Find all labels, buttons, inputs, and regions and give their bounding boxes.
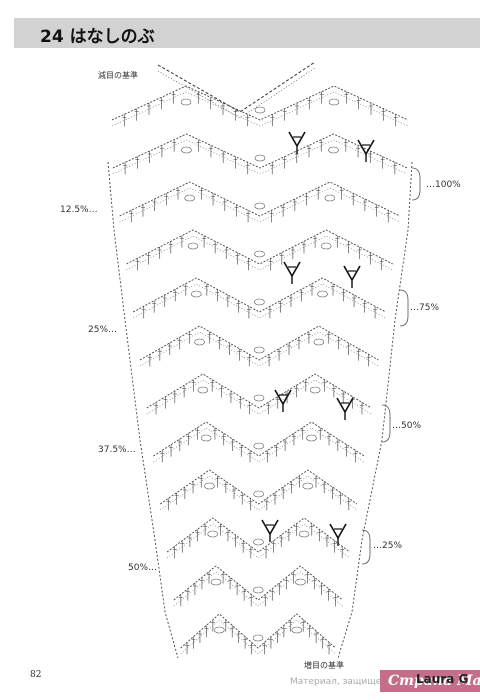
chain-loop — [298, 530, 310, 538]
decrease-motif — [343, 265, 361, 282]
chain-loop — [200, 434, 212, 442]
zigzag-row — [180, 613, 336, 649]
decrease-motif — [329, 523, 347, 540]
chain-loop — [204, 482, 215, 490]
chain-loop — [252, 634, 264, 642]
top-reference-label: 減目の基準 — [98, 71, 138, 80]
left-label-12-5: 12.5%… — [60, 205, 98, 215]
left-label-25: 25%… — [88, 325, 118, 335]
decrease-motif — [336, 397, 354, 414]
chain-loop — [187, 242, 199, 250]
chain-loop — [328, 98, 340, 106]
zigzag-row — [153, 421, 365, 457]
header-band — [14, 18, 480, 48]
chain-loop — [214, 626, 225, 634]
bracket-25 — [361, 529, 371, 565]
zigzag-row-shadow — [119, 187, 401, 223]
chain-loop — [181, 146, 192, 154]
zigzag-row-shadow — [153, 427, 365, 463]
left-label-50: 50%… — [128, 563, 158, 573]
chain-loop — [197, 386, 209, 394]
chart-outline-left — [107, 161, 179, 659]
decrease-motif — [283, 261, 301, 278]
page-title: 24 はなしのぶ — [40, 27, 155, 47]
chain-loop — [253, 442, 265, 450]
chain-loop — [302, 482, 314, 490]
chain-loop — [320, 242, 332, 250]
zigzag-row-shadow — [139, 331, 379, 367]
zigzag-row-shadow — [111, 91, 409, 127]
zigzag-row-shadow — [180, 619, 336, 655]
zigzag-row-shadow — [160, 475, 358, 511]
chain-loop — [254, 106, 266, 114]
chain-loop — [317, 290, 328, 298]
chain-loop — [184, 194, 196, 202]
chain-loop — [254, 250, 265, 258]
zigzag-row — [132, 277, 386, 313]
zigzag-row-shadow — [126, 235, 393, 271]
watermark-text: Материал, защище — [290, 677, 382, 687]
chain-loop — [254, 154, 266, 162]
page-number: 82 — [30, 670, 42, 680]
right-label-75: …75% — [410, 303, 440, 313]
zigzag-row-shadow — [133, 283, 386, 319]
zigzag-row-shadow — [146, 379, 372, 415]
chain-loop — [291, 626, 303, 634]
chain-loop — [295, 578, 306, 586]
chart-outline-right — [337, 161, 413, 659]
zigzag-row — [139, 325, 379, 361]
chain-loop — [313, 338, 325, 346]
author-watermark: Laura G — [416, 672, 469, 686]
chain-loop — [210, 578, 222, 586]
right-label-25: …25% — [373, 541, 403, 551]
chain-loop — [328, 146, 339, 154]
zigzag-row — [119, 181, 401, 217]
zigzag-row-shadow — [166, 523, 350, 559]
bracket-50 — [381, 404, 391, 443]
zigzag-row — [111, 85, 409, 121]
right-label-50: …50% — [392, 421, 422, 431]
chain-loop — [306, 434, 317, 442]
chain-loop — [254, 298, 265, 306]
site-watermark-logo: Страна Мам — [380, 670, 480, 692]
zigzag-row — [146, 373, 372, 409]
left-label-37-5: 37.5%… — [98, 445, 136, 455]
chain-loop — [194, 338, 205, 346]
bracket-100 — [411, 167, 421, 201]
chain-loop — [309, 386, 321, 394]
chain-loop — [190, 290, 202, 298]
zigzag-rows — [111, 85, 409, 655]
chain-loop — [324, 194, 336, 202]
bottom-reference-label: 増目の基準 — [304, 661, 344, 670]
chain-loop — [207, 530, 219, 538]
chain-loop — [253, 490, 264, 498]
zigzag-row-shadow — [173, 571, 343, 607]
zigzag-row — [126, 229, 393, 265]
chain-loop — [252, 586, 264, 594]
chain-loop — [253, 394, 265, 402]
neck-strand — [157, 61, 316, 113]
page-header: 24 はなしのぶ — [0, 18, 480, 48]
decrease-motif — [261, 519, 279, 536]
decrease-motif — [288, 131, 306, 148]
right-label-100: …100% — [426, 180, 461, 190]
zigzag-row — [173, 565, 343, 601]
zigzag-row — [112, 133, 408, 169]
chain-loop — [254, 202, 266, 210]
zigzag-row — [160, 469, 358, 505]
motif-marks — [261, 131, 375, 546]
chain-loop — [253, 538, 264, 546]
chain-loop — [180, 98, 192, 106]
zigzag-row — [166, 517, 351, 553]
bracket-75 — [399, 289, 409, 327]
chain-loop — [253, 346, 265, 354]
